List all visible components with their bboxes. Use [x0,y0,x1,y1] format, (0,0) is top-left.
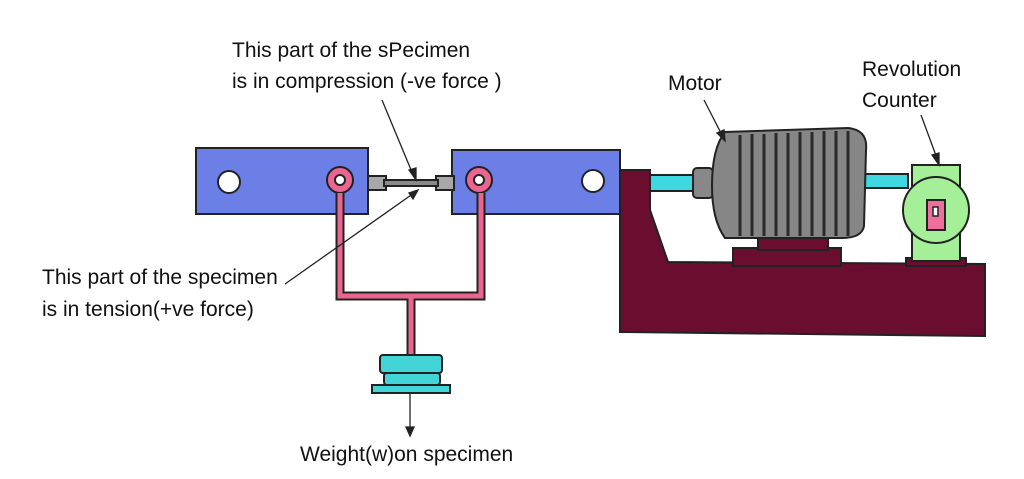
left-chuck-hole [217,170,241,194]
compression-arrow [381,99,415,178]
counter-label-line1: Revolution [862,58,961,81]
revolution-counter [902,164,970,262]
left-bearing-inner [334,174,346,186]
weight [371,354,451,394]
compression-label-line1: This part of the sPecimen [232,39,470,62]
motor-arrow [703,99,724,138]
tension-label-line2: is in tension(+ve force) [42,298,254,321]
motor-label: Motor [668,72,722,95]
weight-label: Weight(w)on specimen [300,443,513,466]
counter-label-line2: Counter [862,89,937,112]
pointer-arrows [284,99,940,438]
counter-arrow [920,114,939,162]
tension-label-line1: This part of the specimen [42,266,278,289]
motor-fins [738,131,850,236]
right-chuck-hole [581,169,605,193]
counter-shaft [859,173,909,189]
tension-arrow [284,192,415,285]
load-hanger [335,193,486,357]
motor-coupling [692,167,714,199]
motor [692,126,868,239]
compression-label-line2: is in compression (-ve force ) [232,70,502,93]
specimen [367,175,455,191]
right-bearing-inner [473,174,485,186]
